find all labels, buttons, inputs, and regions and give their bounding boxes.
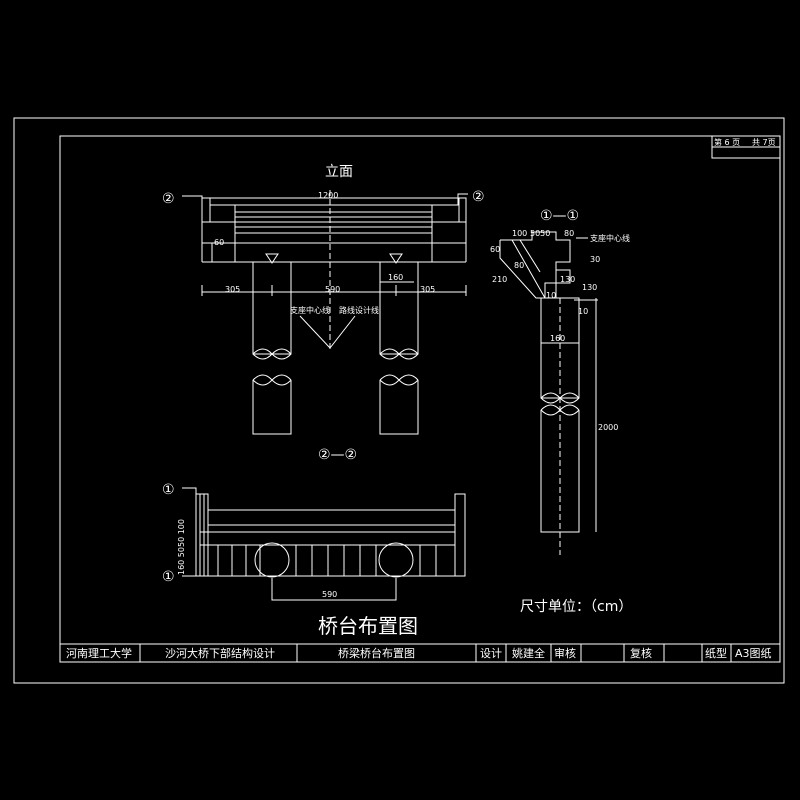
label-support-11: 支座中心线 [590,233,630,243]
dim-210: 210 [492,275,507,284]
tb-paper-label: 纸型 [705,646,727,660]
dim-30: 30 [590,255,600,264]
dim-130-b: 130 [582,283,597,292]
pile-cap-hatching [217,545,437,576]
dim-right: 305 [420,285,435,294]
dim-590-22: 590 [322,590,337,599]
dim-80: 80 [514,261,524,270]
sheet-total: 共 7页 [752,138,776,147]
dim-10-b: 10 [578,307,588,316]
unit-note: 尺寸单位：（cm） [520,599,632,615]
section-mark-left: ② [162,191,175,207]
tb-design-label: 设计 [480,647,502,660]
drawing-title: 桥台布置图 [318,614,418,638]
dim-130: 130 [560,275,575,284]
dim-80-top: 80 [564,229,574,238]
tb-review-label: 审核 [554,646,576,660]
dim-10-a: 10 [546,291,556,300]
dim-small: 60 [214,238,224,247]
label-design-line: 路线设计线 [339,305,379,315]
dim-left: 305 [225,285,240,294]
section-22-title: ②—② [318,447,357,463]
sheet-number-box: 第 6 页 共 7页 [711,135,781,159]
section-1-1-view: ①—① 100 5050 80 60 210 30 80 130 130 10 … [490,208,630,555]
section-11-title: ①—① [540,208,579,224]
outer-border [13,117,785,684]
dim-pile: 160 [388,273,403,282]
tb-paper: A3图纸 [735,647,772,660]
tb-project: 沙河大桥下部结构设计 [165,646,275,660]
title-block: 河南理工大学 沙河大桥下部结构设计 桥梁桥台布置图 设计 姚建全 审核 复核 纸… [59,643,781,663]
section-mark-top: ① [162,482,175,498]
dim-5050: 5050 [530,229,550,238]
tb-school: 河南理工大学 [66,646,132,660]
tb-recheck-label: 复核 [630,646,652,660]
dim-mid: 590 [325,285,340,294]
section-mark-bottom: ① [162,569,175,585]
dim-2000: 2000 [598,423,618,432]
elevation-view: 立面 ② ② 1200 60 305 590 305 [162,164,485,435]
dim-total: 1200 [318,191,338,200]
tb-drawing: 桥梁桥台布置图 [338,646,415,660]
elevation-title: 立面 [325,164,353,180]
label-support-line: 支座中心线 [290,305,330,315]
dim-100: 100 [512,229,527,238]
dim-60: 60 [490,245,500,254]
section-mark-right: ② [472,189,485,205]
sheet-page: 第 6 页 [714,137,740,147]
section-2-2-view: ②—② ① ① [162,447,466,601]
tb-designer: 姚建全 [512,646,545,660]
dim-160-11: 160 [550,334,565,343]
dim-left-22: 160 5050 100 [177,519,186,575]
